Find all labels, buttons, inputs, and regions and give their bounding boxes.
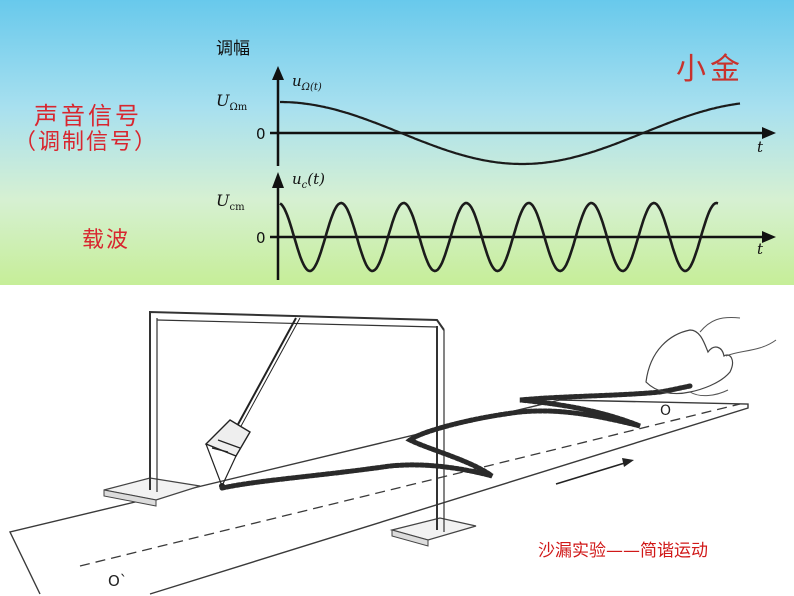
modulating-signal-wave [280,100,741,166]
graph2-axes [270,172,776,280]
carrier-label: 载波 [82,228,131,253]
graph1-t-label: t [757,138,764,156]
modulating-signal-sublabel: （调制信号） [14,130,159,155]
graph2-zero: 0 [256,229,266,247]
sand-pendulum [204,317,301,489]
graph2-t-label: t [757,240,764,258]
modulating-signal-label: 声音信号 [34,102,142,130]
stand-frame [103,310,477,547]
graph1-amplitude: UΩm [216,91,248,113]
hand-sketch [645,317,777,397]
carrier-wave [279,201,719,273]
sand-pendulum-panel [0,285,794,596]
sand-trace [219,383,693,491]
point-o-prime-label: O` [108,572,128,590]
point-o-label: O [660,403,672,419]
modulation-heading: 调幅 [216,39,250,59]
graph1-zero: 0 [256,125,266,143]
graph2-amplitude: Ucm [216,191,245,213]
brand-watermark: 小金 [676,52,744,87]
paper-board [8,399,749,595]
graph1-y-label: uΩ(t) [292,72,322,93]
graph1-axes [270,66,776,166]
experiment-caption: 沙漏实验——简谐运动 [538,541,708,561]
graph2-y-label: uc(t) [292,170,325,191]
